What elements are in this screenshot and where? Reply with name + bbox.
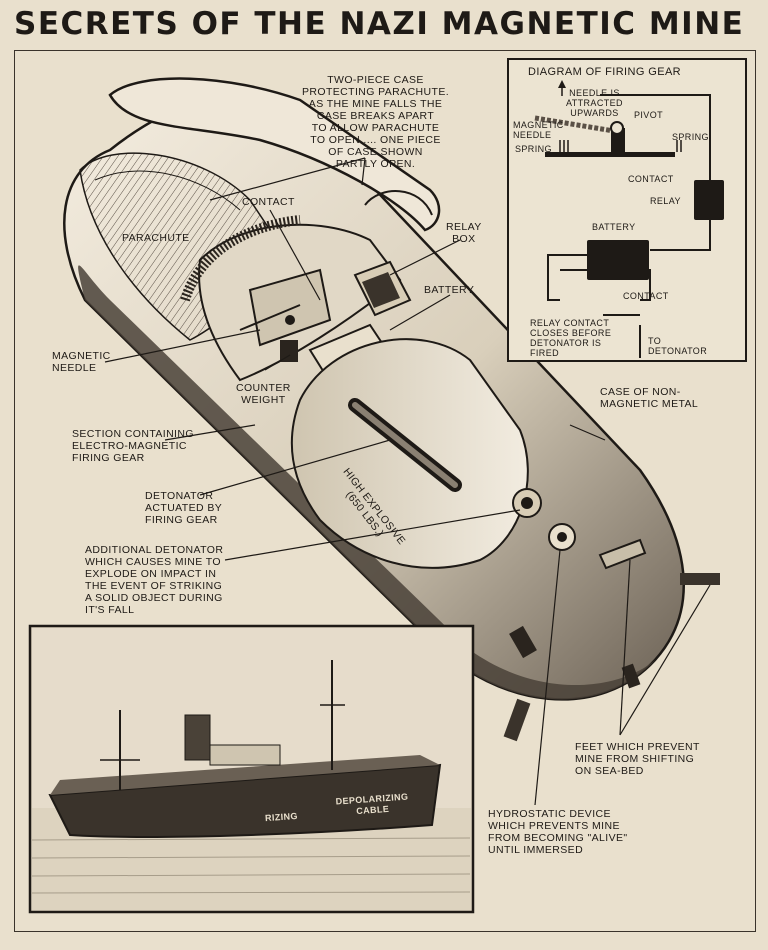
label-gear-magnetic-needle: MAGNETIC NEEDLE xyxy=(513,120,564,140)
label-hydrostatic: HYDROSTATIC DEVICE WHICH PREVENTS MINE F… xyxy=(488,808,628,856)
label-gear-battery: BATTERY xyxy=(592,222,636,232)
label-section: SECTION CONTAINING ELECTRO-MAGNETIC FIRI… xyxy=(72,428,194,464)
label-contact-bottom: CONTACT xyxy=(623,291,669,301)
label-contact-top: CONTACT xyxy=(628,174,674,184)
label-spring-left: SPRING xyxy=(515,144,552,154)
label-relay: RELAY xyxy=(650,196,681,206)
label-ship-hull: RIZING xyxy=(264,810,299,824)
label-magnetic-needle: MAGNETIC NEEDLE xyxy=(52,350,111,374)
label-relay-contact: RELAY CONTACT CLOSES BEFORE DETONATOR IS… xyxy=(530,318,612,358)
page-title: SECRETS OF THE NAZI MAGNETIC MINE xyxy=(14,6,745,42)
label-to-detonator: TO DETONATOR xyxy=(648,336,708,356)
label-needle-note: NEEDLE IS ATTRACTED UPWARDS xyxy=(566,88,623,118)
label-spring-right: SPRING xyxy=(672,132,709,142)
label-feet: FEET WHICH PREVENT MINE FROM SHIFTING ON… xyxy=(575,741,700,777)
label-battery: BATTERY xyxy=(424,284,475,296)
mine-fittings xyxy=(503,488,720,742)
label-case-note: TWO-PIECE CASE PROTECTING PARACHUTE. AS … xyxy=(302,74,450,170)
label-contact: CONTACT xyxy=(242,196,295,208)
label-pivot: PIVOT xyxy=(634,110,664,120)
label-detonator: DETONATOR ACTUATED BY FIRING GEAR xyxy=(145,490,223,526)
label-parachute: PARACHUTE xyxy=(122,232,190,244)
page-frame xyxy=(14,50,756,932)
explosive-chamber xyxy=(290,338,529,569)
firing-gear-diagram xyxy=(507,58,747,362)
ship-inset xyxy=(28,624,475,914)
label-firing-gear-heading: DIAGRAM OF FIRING GEAR xyxy=(528,66,682,78)
open-case-piece xyxy=(108,77,441,232)
label-relay-box: RELAY BOX xyxy=(446,221,482,245)
label-case-metal: CASE OF NON- MAGNETIC METAL xyxy=(600,386,699,410)
leader-lines xyxy=(104,157,711,806)
label-counter-weight: COUNTER WEIGHT xyxy=(236,382,291,406)
label-additional-detonator: ADDITIONAL DETONATOR WHICH CAUSES MINE T… xyxy=(85,544,224,616)
